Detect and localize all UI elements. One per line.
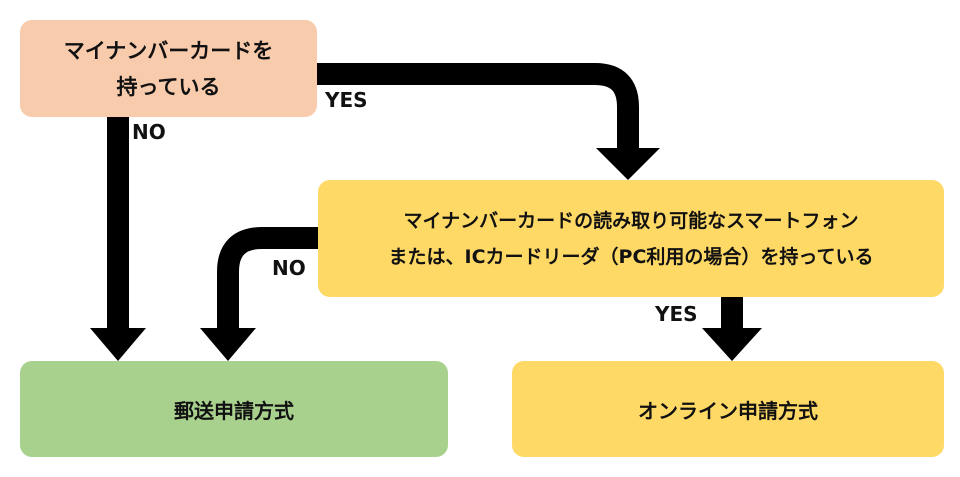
question-node-line2: または、ICカードリーダ（PC利用の場合）を持っている — [388, 245, 874, 268]
edge-label-question-no: NO — [272, 256, 306, 280]
edge-label-question-yes: YES — [655, 302, 698, 326]
arrow-start-yes-head — [596, 148, 660, 180]
start-node: マイナンバーカードを 持っている — [20, 20, 317, 117]
online-application-node: オンライン申請方式 — [512, 361, 944, 457]
arrow-question-yes-head — [702, 328, 762, 361]
edge-label-start-no: NO — [132, 120, 166, 144]
start-node-line2: 持っている — [116, 74, 221, 99]
online-application-label: オンライン申請方式 — [638, 398, 818, 423]
arrow-start-no-head — [90, 328, 146, 361]
edge-label-start-yes: YES — [325, 88, 368, 112]
arrow-start-yes — [317, 63, 639, 150]
arrow-question-no-head — [200, 328, 256, 361]
question-node-line1: マイナンバーカードの読み取り可能なスマートフォン — [403, 209, 859, 232]
mail-application-node: 郵送申請方式 — [20, 361, 448, 457]
arrow-question-no — [217, 227, 318, 330]
start-node-line1: マイナンバーカードを — [63, 38, 274, 63]
question-node: マイナンバーカードの読み取り可能なスマートフォン または、ICカードリーダ（PC… — [318, 180, 944, 297]
mail-application-label: 郵送申請方式 — [174, 398, 294, 423]
